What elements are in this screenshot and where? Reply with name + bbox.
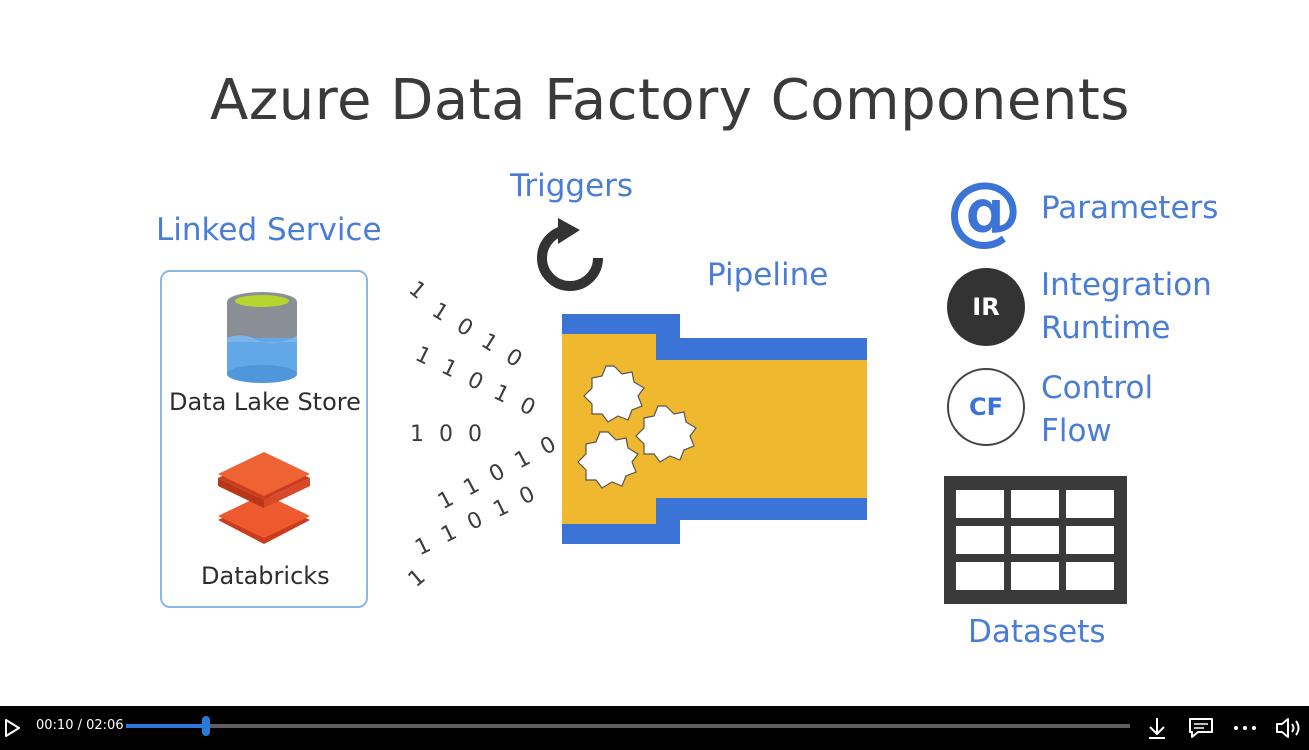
- integration-runtime-label-line1: Integration: [1041, 267, 1212, 303]
- pipeline-label: Pipeline: [707, 257, 829, 293]
- pipeline-gears-icon: [562, 314, 867, 544]
- integration-runtime-label-line2: Runtime: [1041, 310, 1171, 346]
- seek-handle[interactable]: [202, 716, 211, 736]
- parameters-label: Parameters: [1041, 190, 1219, 226]
- binary-text: 1: [403, 276, 431, 305]
- databricks-label: Databricks: [201, 562, 330, 590]
- triggers-label: Triggers: [510, 168, 634, 204]
- binary-text: 1 0 0: [410, 422, 486, 447]
- data-lake-store-label: Data Lake Store: [169, 388, 361, 416]
- control-flow-badge: CF: [947, 368, 1025, 446]
- slide-title: Azure Data Factory Components: [210, 68, 1130, 133]
- binary-text: 1: [403, 564, 431, 593]
- captions-icon: [1189, 718, 1213, 738]
- duration: 02:06: [86, 718, 124, 733]
- databricks-icon: [218, 452, 310, 544]
- video-player-controls: 00:10 / 02:06: [0, 706, 1309, 750]
- play-icon: [5, 719, 20, 737]
- download-icon: [1149, 718, 1165, 739]
- captions-button[interactable]: [1186, 706, 1216, 750]
- video-slide: Azure Data Factory Components Linked Ser…: [156, 68, 1219, 650]
- control-flow-label-line2: Flow: [1041, 413, 1112, 449]
- download-button[interactable]: [1144, 706, 1170, 750]
- volume-button[interactable]: [1274, 706, 1304, 750]
- volume-icon: [1276, 718, 1300, 738]
- linked-service-label: Linked Service: [156, 212, 382, 248]
- seek-bar-progress: [126, 724, 207, 728]
- control-flow-label-line1: Control: [1041, 370, 1154, 406]
- integration-runtime-badge: IR: [947, 268, 1025, 346]
- data-lake-store-icon: [227, 292, 297, 383]
- time-display: 00:10 / 02:06: [36, 706, 124, 746]
- seek-bar[interactable]: [126, 716, 1130, 736]
- at-sign-icon: @: [946, 165, 1022, 254]
- datasets-label: Datasets: [968, 614, 1106, 650]
- time-separator: /: [73, 718, 87, 733]
- refresh-icon: [537, 218, 603, 291]
- play-button[interactable]: [0, 706, 24, 750]
- linked-service-box: [160, 270, 368, 608]
- more-icon: [1234, 726, 1256, 730]
- more-button[interactable]: [1230, 706, 1260, 750]
- current-time: 00:10: [36, 718, 74, 733]
- table-grid-icon: [944, 476, 1127, 604]
